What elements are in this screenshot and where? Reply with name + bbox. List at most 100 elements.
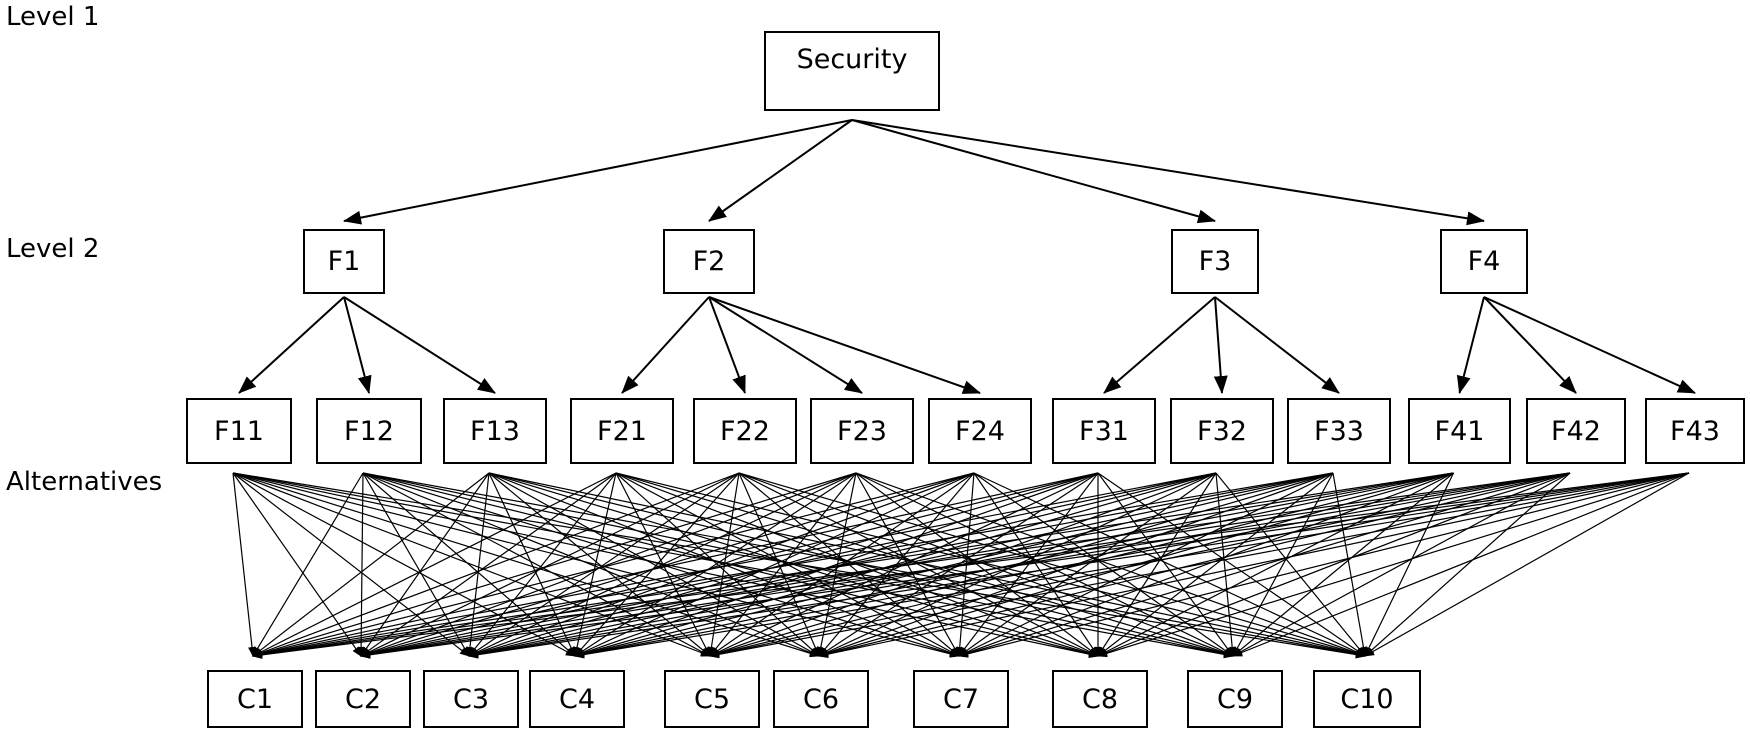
edge-f33-c4 (574, 472, 1334, 658)
edge-root-f1 (343, 119, 853, 225)
edge-f23-c10 (855, 472, 1366, 657)
edge-f13-c2 (360, 472, 490, 657)
edge-f42-c2 (360, 472, 1571, 659)
edge-f33-c1 (252, 472, 1334, 659)
edge-f22-c4 (574, 472, 740, 657)
edge-f31-c9 (1097, 472, 1234, 657)
edge-f4-f43 (1483, 296, 1696, 394)
subfactor-node-f42-label: F42 (1551, 415, 1601, 447)
edge-f43-c1 (252, 472, 1690, 659)
edge-f42-c9 (1232, 472, 1571, 657)
alternative-node-c8: C8 (1052, 670, 1148, 728)
edge-f3-f31 (1103, 296, 1216, 394)
edge-f2-f22 (708, 296, 746, 394)
subfactor-node-f12: F12 (316, 398, 422, 464)
subfactor-node-f41: F41 (1408, 398, 1511, 464)
edge-f21-c10 (615, 472, 1366, 658)
edge-f42-c4 (574, 472, 1571, 659)
subfactor-node-f42: F42 (1526, 398, 1626, 464)
edge-f31-c3 (468, 472, 1099, 658)
subfactor-node-f31-label: F31 (1079, 415, 1129, 447)
edge-f21-c6 (615, 472, 820, 657)
edge-f22-c2 (360, 472, 740, 657)
alternative-node-c4: C4 (529, 670, 625, 728)
edge-f33-c10 (1332, 472, 1368, 657)
alternative-node-c2-label: C2 (344, 683, 382, 715)
edge-f23-c1 (252, 472, 857, 658)
edge-f24-c10 (973, 472, 1366, 657)
edge-f13-c10 (488, 472, 1366, 659)
subfactor-node-f23-label: F23 (837, 415, 887, 447)
edge-f24-c1 (252, 472, 975, 658)
edge-f31-c2 (360, 472, 1099, 658)
edge-f31-c10 (1097, 472, 1366, 657)
edge-f42-c3 (468, 472, 1571, 659)
edge-f43-c7 (958, 472, 1690, 658)
subfactor-node-f21: F21 (570, 398, 674, 464)
level-1-label: Level 1 (6, 2, 100, 32)
subfactor-node-f12-label: F12 (344, 415, 394, 447)
factor-node-f4-label: F4 (1467, 246, 1501, 277)
subfactor-node-f24-label: F24 (955, 415, 1005, 447)
edge-f22-c6 (738, 472, 820, 657)
edge-f32-c4 (574, 472, 1217, 658)
edge-f32-c3 (468, 472, 1217, 658)
edge-f41-c8 (1097, 472, 1454, 657)
edge-root-f4 (851, 119, 1485, 226)
edge-f23-c2 (360, 472, 857, 657)
subfactor-node-f33: F33 (1287, 398, 1391, 464)
edge-f32-c9 (1215, 472, 1237, 657)
edge-f12-c1 (252, 472, 364, 657)
edge-f32-c2 (360, 472, 1217, 659)
factor-node-f2-label: F2 (692, 246, 726, 277)
edge-f31-c4 (574, 472, 1099, 657)
alternative-node-c2: C2 (315, 670, 411, 728)
edge-f24-c4 (574, 472, 975, 657)
edge-f22-c8 (738, 472, 1099, 657)
edge-f42-c1 (252, 472, 1571, 659)
edge-f42-c5 (709, 472, 1571, 659)
edge-f3-f32 (1213, 296, 1228, 394)
edge-f21-c1 (252, 472, 617, 657)
edge-f42-c8 (1097, 472, 1571, 657)
subfactor-node-f32-label: F32 (1197, 415, 1247, 447)
subfactor-node-f11: F11 (186, 398, 292, 464)
factor-node-f2: F2 (663, 229, 755, 294)
edge-f22-c10 (738, 472, 1366, 658)
subfactor-node-f11-label: F11 (214, 415, 264, 447)
edge-f43-c2 (360, 472, 1690, 659)
edge-f4-f42 (1483, 296, 1577, 394)
edge-f22-c9 (738, 472, 1234, 657)
alternative-node-c6: C6 (773, 670, 869, 728)
edge-f12-c9 (362, 472, 1234, 659)
edge-f2-f24 (708, 296, 981, 394)
edge-f43-c9 (1232, 472, 1690, 657)
edge-f11-c2 (232, 472, 362, 657)
edge-f41-c4 (574, 472, 1454, 659)
edge-f22-c1 (252, 472, 740, 657)
edge-f24-c3 (468, 472, 975, 657)
edge-f1-f12 (343, 296, 372, 394)
edge-f2-f21 (621, 296, 710, 394)
subfactor-node-f22: F22 (693, 398, 797, 464)
edge-f4-f41 (1456, 296, 1485, 394)
subfactor-node-f41-label: F41 (1434, 415, 1485, 447)
edge-f43-c4 (574, 472, 1690, 659)
root-node-security: Security (764, 31, 940, 111)
alternative-node-c6-label: C6 (802, 683, 840, 715)
edge-f23-c4 (574, 472, 857, 657)
edge-f2-f23 (708, 296, 863, 394)
subfactor-node-f43: F43 (1645, 398, 1745, 464)
edge-root-f2 (708, 119, 853, 222)
edge-f33-c2 (360, 472, 1334, 659)
edge-f24-c9 (973, 472, 1234, 657)
edge-f24-c2 (360, 472, 975, 658)
alternatives-label: Alternatives (6, 467, 163, 497)
edge-f42-c10 (1364, 472, 1571, 657)
edge-f3-f33 (1214, 296, 1340, 394)
edge-f12-c7 (362, 472, 960, 658)
alternative-node-c8-label: C8 (1081, 683, 1119, 715)
edge-f32-c8 (1097, 472, 1217, 657)
